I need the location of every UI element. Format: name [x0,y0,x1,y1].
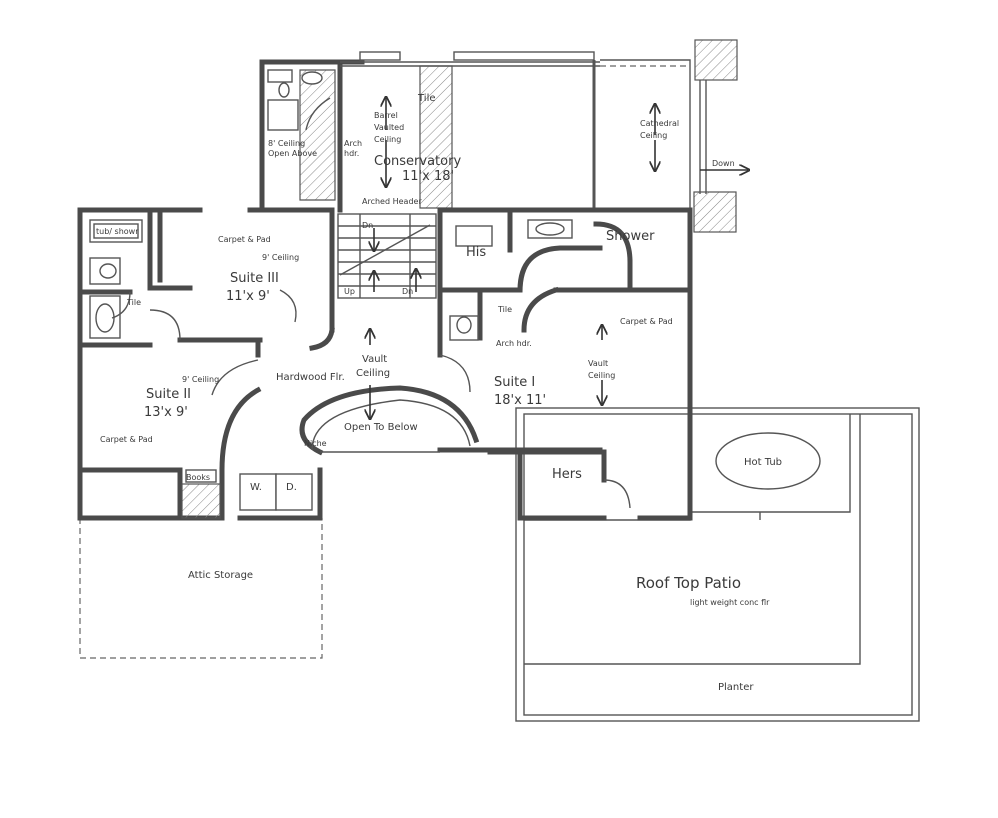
label-suite2-size: 13'x 9' [144,405,188,420]
label-washer: W. [250,482,262,493]
laundry-closet [181,469,313,519]
label-shower: Shower [606,229,655,244]
label-tile-conservatory: Tile [417,93,436,104]
label-dryer: D. [286,482,297,493]
label-tile-bath3: Tile [126,298,141,307]
label-suite3-size: 11'x 9' [226,289,270,304]
label-conservatory-size: 11'x 18' [402,169,454,184]
label-hardwood: Hardwood Flr. [276,372,345,383]
label-up: Up [344,287,355,296]
label-suite2-name: Suite II [146,387,191,402]
attic-storage-outline [79,518,323,659]
label-cathedral-2: Ceiling [640,131,667,140]
door-swings [111,97,631,509]
label-conservatory-name: Conservatory [374,154,461,169]
label-vault-hall-b: Ceiling [356,368,390,379]
label-vault-1-b: Ceiling [588,371,615,380]
label-his: His [466,245,486,260]
label-ceiling9-2: 9' Ceiling [182,375,219,384]
label-attic: Attic Storage [188,570,253,581]
label-hot-tub: Hot Tub [744,457,782,468]
label-suite3-name: Suite III [230,271,279,286]
label-open-below: Open To Below [344,422,418,433]
label-down: Down [712,159,735,168]
label-niche: Niche [304,439,327,448]
label-tub-shower: tub/ showr [96,227,139,236]
label-planter: Planter [718,682,754,693]
label-arch-hdr-bath: Arch hdr. [496,339,532,348]
label-dn-2: Dn [402,287,413,296]
label-arched-header: Arched Header [362,197,422,206]
label-barrel-1: Barrel [374,111,398,120]
label-arch-hdr-2: hdr. [344,149,359,158]
conservatory-walls [259,39,738,233]
label-vault-1-a: Vault [588,359,608,368]
label-carpet-pad-3: Carpet & Pad [218,235,271,244]
label-hers: Hers [552,467,582,482]
label-cathedral-1: Cathedral [640,119,679,128]
label-carpet-pad-1: Carpet & Pad [620,317,673,326]
bath-fixtures [89,69,573,341]
label-dn-1: Dn [362,221,373,230]
label-suite1-name: Suite I [494,375,535,390]
label-carpet-pad-2: Carpet & Pad [100,435,153,444]
roof-patio-outline [515,407,920,722]
label-ceiling8-1: 8' Ceiling [268,139,305,148]
stairs [337,213,437,299]
label-ceiling9-3: 9' Ceiling [262,253,299,262]
label-arch-hdr-1: Arch [344,139,362,148]
label-barrel-3: Ceiling [374,135,401,144]
label-books: Books [186,473,210,482]
arrows [370,98,748,418]
label-vault-hall-a: Vault [362,354,387,365]
label-suite1-size: 18'x 11' [494,393,546,408]
main-walls [77,207,693,521]
label-tile-bath1: Tile [497,305,512,314]
label-roof-patio: Roof Top Patio [636,574,741,592]
label-roof-patio-sub: light weight conc flr [690,598,770,607]
label-ceiling8-2: Open Above [268,149,317,158]
label-barrel-2: Vaulted [374,123,404,132]
hot-tub [715,432,821,490]
